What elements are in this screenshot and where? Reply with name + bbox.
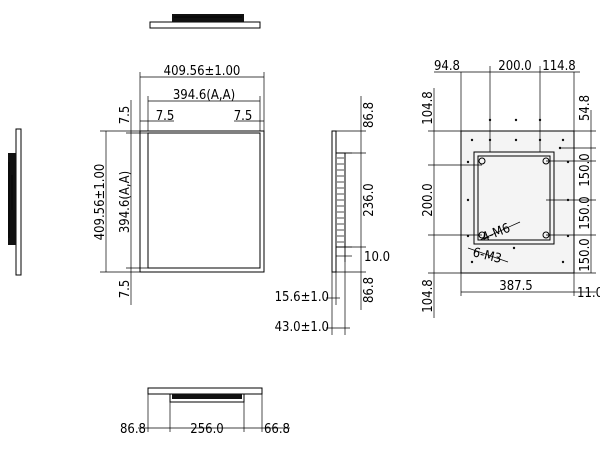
rear-left-top-label: 104.8 [421,91,436,124]
rear-right-upper-label: 150.0 [578,153,593,186]
side-total-depth-label: 43.0±1.0 [275,320,329,335]
rear-screw-label: 6-M3 [471,245,503,267]
front-inner-width-label: 394.6(A,A) [173,88,235,103]
front-bezel-top-label: 7.5 [118,106,133,125]
bottom-right-offset-label: 66.8 [264,422,290,437]
bottom-view: 86.8 256.0 66.8 [120,387,290,437]
top-view [149,14,261,29]
rear-plate [460,130,575,274]
rear-top-mid-label: 200.0 [498,59,531,74]
front-bezel-left-label: 7.5 [156,109,175,124]
rear-bottom-right-label: 11.0 [577,286,600,301]
rear-right-top-label: 54.8 [578,95,593,121]
rear-top-left-label: 94.8 [434,59,460,74]
front-active-area [147,132,261,269]
side-mid-length-label: 236.0 [362,183,377,216]
bottom-left-offset-label: 86.8 [120,422,146,437]
side-fins [337,157,344,243]
side-body [335,152,346,248]
top-view-connector [172,14,244,22]
front-bezel-bottom-label: 7.5 [118,280,133,299]
vesa-hole-icon [478,157,486,165]
bottom-connector [172,394,242,399]
rear-left-bottom-label: 104.8 [421,279,436,312]
bottom-frame [147,387,263,395]
rear-view: 94.8 200.0 114.8 104.8 200.0 104.8 54.8 … [421,59,600,318]
top-view-frame [149,21,261,29]
rear-left-mid-label: 200.0 [421,183,436,216]
front-view: 409.56±1.00 394.6(A,A) 7.5 7.5 409.56±1.… [93,64,265,305]
front-bezel-right-label: 7.5 [234,109,253,124]
front-outer-frame [139,130,265,273]
side-step-label: 10.0 [364,250,390,265]
rear-right-mid-label: 150.0 [578,196,593,229]
front-outer-height-label: 409.56±1.00 [93,164,108,241]
rear-bottom-width-label: 387.5 [499,279,532,294]
side-frame [331,130,337,273]
bottom-mid-length-label: 256.0 [190,422,223,437]
left-side-frame [15,128,22,276]
rear-vesa-inner [477,155,551,241]
rear-vesa-frame [473,151,555,245]
front-inner-height-label: 394.6(A,A) [118,171,133,233]
side-bezel-depth-label: 15.6±1.0 [275,290,329,305]
front-outer-width-label: 409.56±1.00 [164,64,241,79]
rear-right-lower-label: 150.0 [578,238,593,271]
side-view: 86.8 236.0 86.8 10.0 15.6±1.0 43.0±1.0 [275,96,390,335]
rear-top-right-label: 114.8 [542,59,575,74]
side-top-offset-label: 86.8 [362,102,377,128]
left-side-view [8,128,22,276]
side-bottom-offset-label: 86.8 [362,277,377,303]
